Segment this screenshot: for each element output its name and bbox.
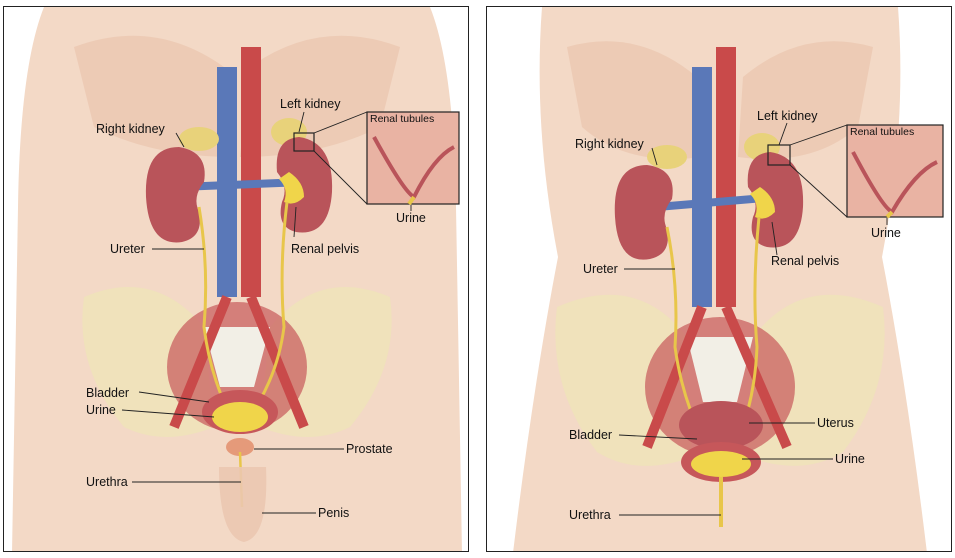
female-urine [691,451,751,477]
female-label-renal-pelvis: Renal pelvis [771,254,839,268]
female-right-kidney [614,165,673,260]
male-label-urine-inset: Urine [396,211,426,225]
female-label-left-kidney: Left kidney [757,109,818,123]
male-renal-pelvis [279,172,304,204]
male-right-kidney [145,147,205,243]
female-label-right-kidney: Right kidney [575,137,645,151]
male-label-penis: Penis [318,506,349,520]
male-label-prostate: Prostate [346,442,393,456]
female-iliac-vessels [642,305,792,449]
female-label-renal-tubules: Renal tubules [850,126,914,138]
female-uterus [679,401,763,449]
male-inset-urine-duct [407,195,416,206]
male-ureter-left [257,201,289,403]
female-vena-cava [692,67,712,307]
female-leader-renal-pelvis [771,221,778,256]
female-inset-urine-duct [885,210,894,219]
male-urinary-diagram: Right kidney Left kidney Renal tubules U… [12,7,462,551]
female-leader-right-kidney [651,147,658,166]
female-label-urine-inset: Urine [871,226,901,240]
female-label-bladder: Bladder [569,428,612,442]
male-zoom-box [293,132,315,152]
female-adrenal-right [647,145,687,169]
female-label-uterus: Uterus [817,416,854,430]
male-label-bladder: Bladder [86,386,129,400]
male-label-ureter: Ureter [110,242,145,256]
male-chest-muscle [74,35,234,157]
male-leader-urine [121,409,215,418]
male-urine [212,402,268,432]
female-aorta [716,47,736,307]
male-ureter-right [197,206,226,403]
female-breast-left [567,41,702,159]
female-zoom-line-bottom [789,164,848,218]
male-inset-frame [366,111,460,205]
male-label-urethra: Urethra [86,475,128,489]
female-panel: Right kidney Left kidney Renal tubules U… [486,6,952,552]
male-label-urine: Urine [86,403,116,417]
female-sacrum [687,337,753,402]
male-penis [219,467,267,542]
female-zoom-line-top [789,124,848,146]
male-label-renal-pelvis: Renal pelvis [291,242,359,256]
female-leader-bladder [618,434,698,440]
female-breast-right [738,41,873,159]
male-label-renal-tubules: Renal tubules [370,113,434,125]
male-aorta [241,47,261,297]
female-urinary-diagram: Right kidney Left kidney Renal tubules U… [513,7,944,551]
male-zoom-line-bottom [313,150,368,205]
male-adrenal-right [179,127,219,151]
female-label-urine: Urine [835,452,865,466]
female-left-kidney [747,152,804,248]
female-label-ureter: Ureter [583,262,618,276]
male-sacrum [204,327,270,387]
male-leader-left-kidney [298,111,305,133]
male-leader-renal-pelvis [293,206,297,238]
male-label-left-kidney: Left kidney [280,97,341,111]
female-renal-pelvis [750,187,775,219]
male-left-kidney [276,137,333,233]
male-zoom-line-top [313,111,368,134]
female-label-urethra: Urethra [569,508,611,522]
male-panel: Right kidney Left kidney Renal tubules U… [3,6,469,552]
male-leader-bladder [138,391,210,403]
male-label-right-kidney: Right kidney [96,122,166,136]
female-leader-left-kidney [778,122,788,146]
male-leader-right-kidney [175,132,185,148]
male-prostate [226,438,254,456]
